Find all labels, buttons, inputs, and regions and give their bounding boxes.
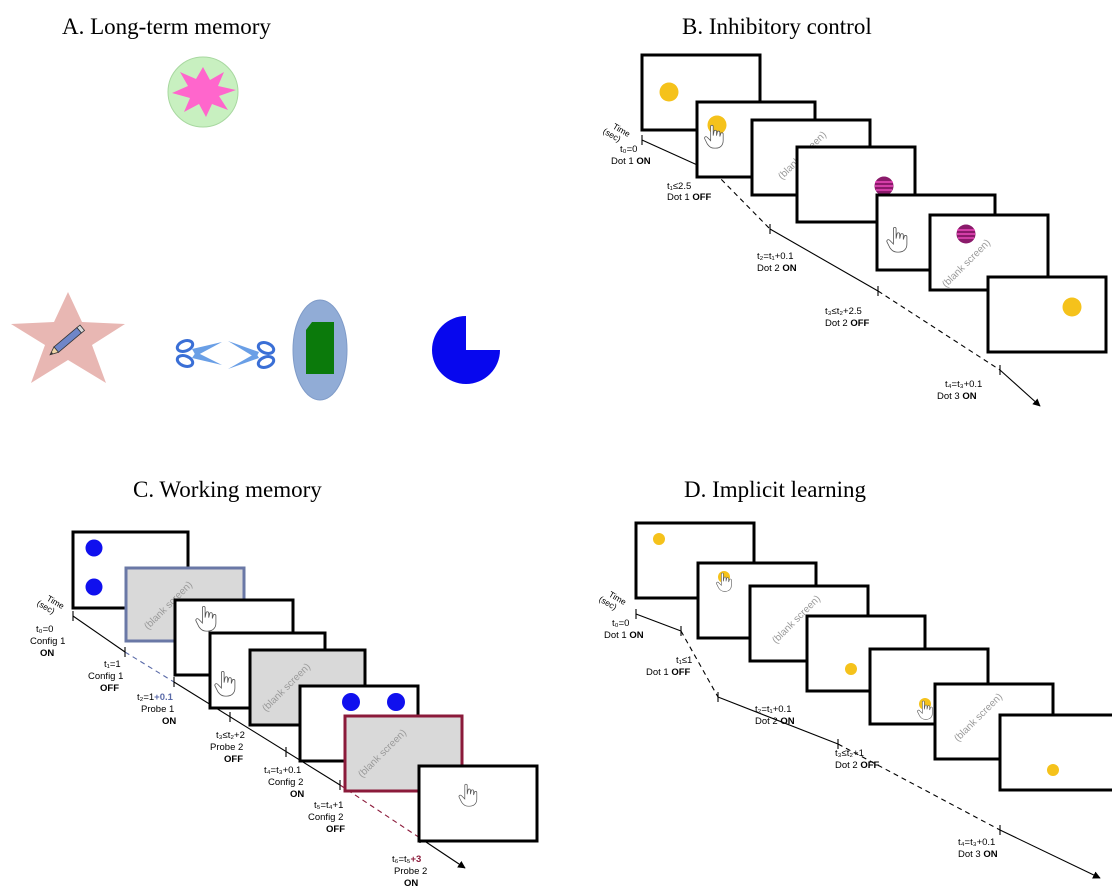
svg-text:Time(sec): Time(sec): [35, 590, 66, 619]
svg-text:Dot 1 ON: Dot 1 ON: [611, 156, 651, 167]
svg-text:Config 2: Config 2: [308, 812, 343, 823]
svg-text:Config 1: Config 1: [30, 636, 65, 647]
c-screen-8: [417, 764, 539, 843]
panel-a-title: A. Long-term memory: [62, 14, 271, 39]
svg-text:t₃≤t₂+2: t₃≤t₂+2: [216, 730, 245, 741]
svg-text:Probe 1: Probe 1: [141, 704, 174, 715]
svg-text:Dot 3 ON: Dot 3 ON: [937, 391, 977, 402]
svg-text:OFF: OFF: [100, 683, 119, 694]
panel-c-title: C. Working memory: [133, 477, 322, 502]
svg-text:t₀=0: t₀=0: [36, 624, 53, 635]
svg-text:Dot 2 OFF: Dot 2 OFF: [825, 318, 870, 329]
svg-text:Dot 2 ON: Dot 2 ON: [755, 716, 795, 727]
ltm-burst-icon: [167, 56, 239, 128]
svg-text:Probe 2: Probe 2: [394, 866, 427, 877]
svg-text:Dot 2 ON: Dot 2 ON: [757, 263, 797, 274]
svg-text:ON: ON: [162, 716, 176, 727]
svg-text:t₄=t₃+0.1: t₄=t₃+0.1: [945, 379, 982, 390]
svg-text:Config 2: Config 2: [268, 777, 303, 788]
svg-text:t₂=1+0.1: t₂=1+0.1: [137, 692, 174, 703]
svg-text:t₁≤2.5: t₁≤2.5: [667, 181, 691, 192]
svg-text:t₆=t₅+3: t₆=t₅+3: [392, 854, 421, 865]
svg-text:Dot 1 ON: Dot 1 ON: [604, 630, 644, 641]
ltm-pacman-icon: [432, 316, 500, 384]
ltm-star-icon: [11, 292, 125, 383]
ltm-scissors-icon-2: [228, 341, 276, 369]
d-screen-7: [998, 713, 1112, 792]
svg-text:t₁≤1: t₁≤1: [676, 655, 692, 666]
b-screen-7: [986, 275, 1108, 354]
panel-d-title: D. Implicit learning: [684, 477, 867, 502]
svg-text:t₄=t₃+0.1: t₄=t₃+0.1: [264, 765, 301, 776]
svg-text:OFF: OFF: [224, 754, 243, 765]
svg-text:t₄=t₃+0.1: t₄=t₃+0.1: [958, 837, 995, 848]
svg-text:t₅=t₄+1: t₅=t₄+1: [314, 800, 343, 811]
svg-text:Time(sec): Time(sec): [597, 586, 628, 615]
svg-text:OFF: OFF: [326, 824, 345, 835]
panel-b-title: B. Inhibitory control: [682, 14, 872, 39]
svg-text:ON: ON: [290, 789, 304, 800]
c-timeline: Time(sec): [35, 590, 466, 869]
svg-text:ON: ON: [40, 648, 54, 659]
svg-text:Probe 2: Probe 2: [210, 742, 243, 753]
svg-text:Dot 1 OFF: Dot 1 OFF: [667, 192, 712, 203]
svg-text:Config 1: Config 1: [88, 671, 123, 682]
ltm-oval-icon: [292, 299, 348, 401]
svg-text:ON: ON: [404, 878, 418, 889]
d-event-labels: t₀=0 Dot 1 ON t₁≤1 Dot 1 OFF t₂=t₁+0.1 D…: [604, 618, 998, 860]
ltm-scissors-icon: [175, 339, 222, 368]
svg-text:t₁=1: t₁=1: [104, 659, 121, 670]
svg-text:t₃≤t₂+1: t₃≤t₂+1: [835, 748, 864, 759]
svg-text:Time(sec): Time(sec): [601, 118, 632, 147]
svg-text:Dot 3 ON: Dot 3 ON: [958, 849, 998, 860]
svg-text:Dot 2 OFF: Dot 2 OFF: [835, 760, 880, 771]
svg-text:t₃≤t₂+2.5: t₃≤t₂+2.5: [825, 306, 862, 317]
c-event-labels: t₀=0 Config 1 ON t₁=1 Config 1 OFF t₂=1+…: [30, 624, 427, 889]
svg-text:t₀=0: t₀=0: [620, 144, 637, 155]
svg-text:t₂=t₁+0.1: t₂=t₁+0.1: [757, 251, 793, 262]
svg-text:t₀=0: t₀=0: [612, 618, 629, 629]
svg-text:Dot 1 OFF: Dot 1 OFF: [646, 667, 691, 678]
b-event-labels: t₀=0 Dot 1 ON t₁≤2.5 Dot 1 OFF t₂=t₁+0.1…: [611, 144, 982, 402]
svg-text:t₂=t₁+0.1: t₂=t₁+0.1: [755, 704, 791, 715]
